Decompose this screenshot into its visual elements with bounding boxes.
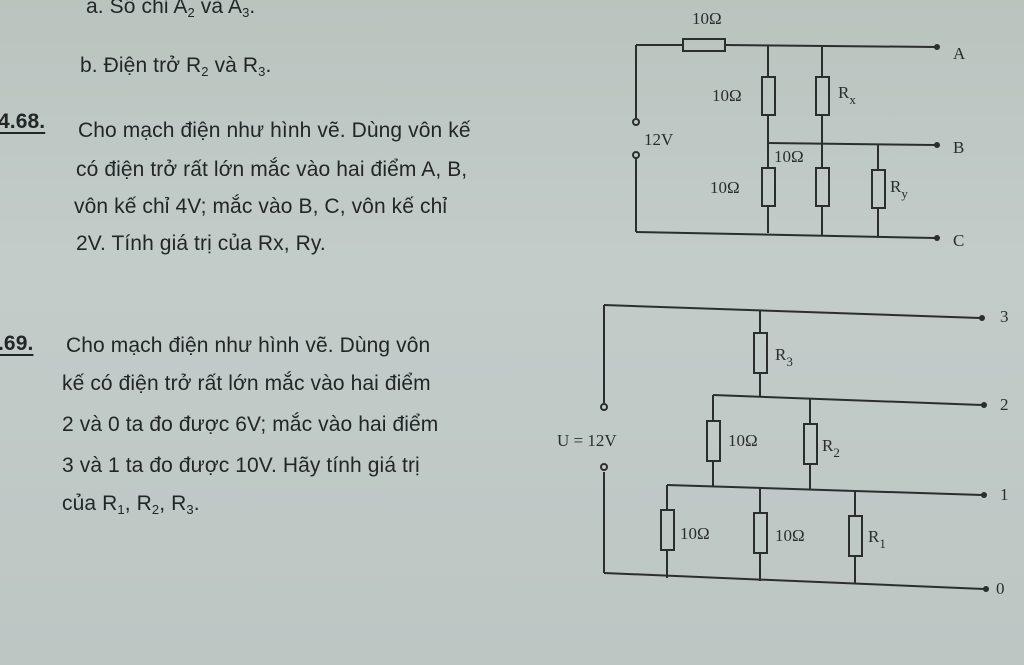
label-r-b: 10Ω [680, 524, 710, 543]
label-r2: 10Ω [710, 178, 740, 197]
part-b-line: b. Điện trở R2 và R3. [80, 54, 272, 79]
resistor-r2-label: R2 [186, 54, 209, 79]
r2-label: R2 [136, 492, 160, 517]
resistor-10ohm-c [753, 512, 768, 554]
node-b: B [953, 138, 964, 157]
resistor-10ohm-2 [761, 167, 776, 207]
problem-468-line-3: vôn kế chỉ 4V; mắc vào B, C, vôn kế chỉ [74, 195, 448, 218]
part-a-and: và [200, 0, 224, 18]
label-r2-circuit: R2 [822, 436, 840, 460]
ammeter-a2: A2 [173, 0, 195, 20]
problem-468-line-1: Cho mạch điện như hình vẽ. Dùng vôn kế [78, 119, 471, 142]
resistor-10ohm-a [706, 420, 721, 462]
label-r-top: 10Ω [692, 9, 722, 28]
problem-468-line-2: có điện trở rất lớn mắc vào hai điểm A, … [76, 158, 468, 181]
resistor-top-10ohm [682, 38, 726, 52]
part-a-line: a. Số chỉ A2 và A3. [86, 0, 255, 31]
label-ry: Ry [890, 177, 908, 201]
ammeter-a3: A3 [227, 0, 250, 20]
problem-469-line-1: Cho mạch điện như hình vẽ. Dùng vôn [66, 334, 431, 357]
resistor-10ohm-b [660, 509, 675, 551]
label-r1-circuit: R1 [868, 527, 886, 551]
resistor-r2 [803, 423, 818, 465]
node-3: 3 [1000, 307, 1009, 326]
label-r-c: 10Ω [775, 526, 805, 545]
label-r-mid: 10Ω [774, 147, 804, 166]
node-1: 1 [1000, 485, 1009, 504]
resistor-r3 [753, 332, 768, 374]
label-r-a: 10Ω [728, 431, 758, 450]
problem-469-line-5: của R1, R2, R3. [62, 492, 200, 517]
problem-469-line-3: 2 và 0 ta đo được 6V; mắc vào hai điểm [62, 413, 439, 436]
node-2: 2 [1000, 395, 1009, 414]
node-0: 0 [996, 579, 1005, 598]
problem-468-number: 4.68. [0, 110, 46, 133]
node-a: A [953, 44, 966, 63]
r1-label: R1 [102, 492, 125, 517]
part-b-and: và [214, 54, 237, 77]
node-c: C [953, 231, 964, 250]
r3-label: R3 [171, 492, 194, 517]
problem-469-line-2: kế có điện trở rất lớn mắc vào hai điểm [62, 372, 431, 395]
problem-469-line-4: 3 và 1 ta đo được 10V. Hãy tính giá trị [62, 454, 420, 477]
part-b-text: b. Điện trở [80, 54, 181, 77]
resistor-r1 [848, 515, 863, 557]
part-a-text: a. Số chỉ [86, 0, 169, 18]
problem-469-number: .69. [0, 332, 34, 355]
resistor-10ohm-3 [815, 167, 830, 207]
problem-468-line-4: 2V. Tính giá trị của Rx, Ry. [76, 232, 326, 255]
resistor-rx [815, 76, 830, 116]
label-r1: 10Ω [712, 86, 742, 105]
label-source-12v: 12V [644, 130, 674, 149]
resistor-10ohm-1 [761, 76, 776, 116]
resistor-r3-label: R3 [242, 54, 266, 79]
label-rx: Rx [838, 83, 856, 107]
label-source-u12v: U = 12V [557, 431, 617, 450]
resistor-ry [871, 169, 886, 209]
label-r3: R3 [775, 345, 793, 369]
